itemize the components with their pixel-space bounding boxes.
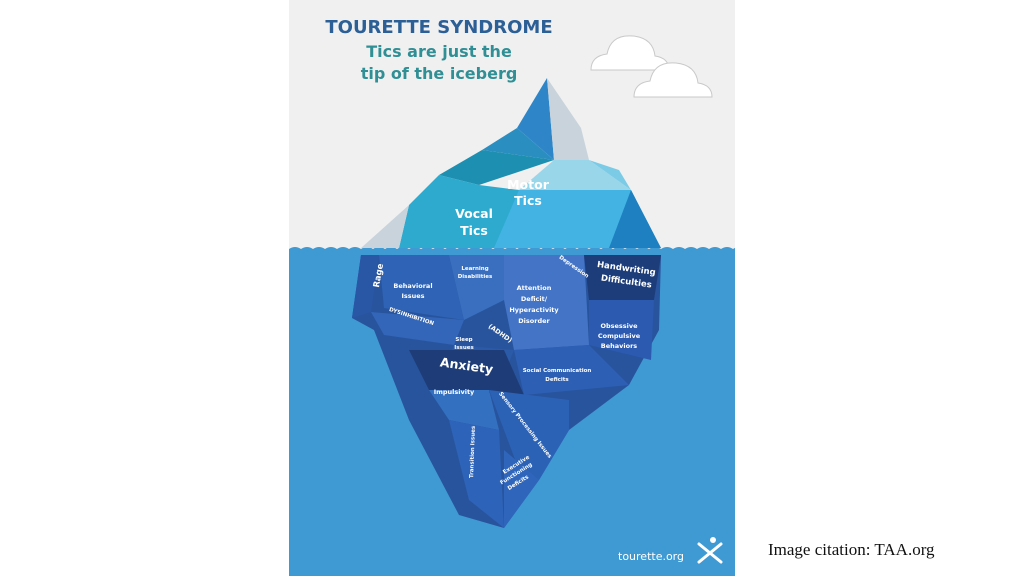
- vocal-tics-label-line2: Tics: [460, 223, 488, 238]
- behavioral-issues-label-line1: Behavioral: [393, 282, 432, 290]
- footer-url: tourette.org: [618, 550, 684, 563]
- adhd-label-line2: Deficit/: [521, 295, 548, 303]
- adhd-label-line4: Disorder: [518, 317, 550, 325]
- cloud-icon: [633, 62, 713, 98]
- behavioral-issues-label-line2: Issues: [401, 292, 424, 300]
- iceberg-poster: TOURETTE SYNDROME Tics are just the tip …: [289, 0, 735, 576]
- ocb-label-line2: Compulsive: [598, 332, 641, 340]
- poster-subtitle-line1: Tics are just the: [366, 42, 512, 61]
- adhd-label-line1: Attention: [517, 284, 552, 292]
- rage-label: Rage: [372, 263, 386, 289]
- vocal-tics-label-line1: Vocal: [455, 206, 493, 221]
- transition-issues-label: Transition Issues: [469, 425, 477, 478]
- ocb-label-line3: Behaviors: [601, 342, 638, 350]
- motor-tics-label-line1: Motor: [507, 177, 550, 192]
- poster-subtitle-line2: tip of the iceberg: [361, 64, 518, 83]
- sleep-issues-label-line1: Sleep: [455, 337, 472, 343]
- sleep-issues-label-line2: Issues: [454, 345, 474, 351]
- adhd-label-line3: Hyperactivity: [509, 306, 559, 314]
- cloud-icon: [590, 35, 670, 71]
- water-waves: [289, 247, 735, 255]
- social-communication-label-line1: Social Communication: [523, 368, 592, 374]
- ocb-label-line1: Obsessive: [600, 322, 638, 330]
- image-citation: Image citation: TAA.org: [768, 540, 935, 559]
- anxiety-label: Anxiety: [439, 354, 494, 376]
- poster-title: TOURETTE SYNDROME: [325, 17, 552, 38]
- learning-disabilities-label-line2: Disabilities: [458, 274, 493, 280]
- impulsivity-label: Impulsivity: [434, 388, 475, 396]
- motor-tics-label-line2: Tics: [514, 193, 542, 208]
- iceberg-tip: [361, 78, 661, 248]
- learning-disabilities-label-line1: Learning: [461, 266, 488, 272]
- tourette-logo-icon: [697, 537, 723, 564]
- social-communication-label-line2: Deficits: [545, 377, 569, 383]
- iceberg-body: [352, 255, 661, 528]
